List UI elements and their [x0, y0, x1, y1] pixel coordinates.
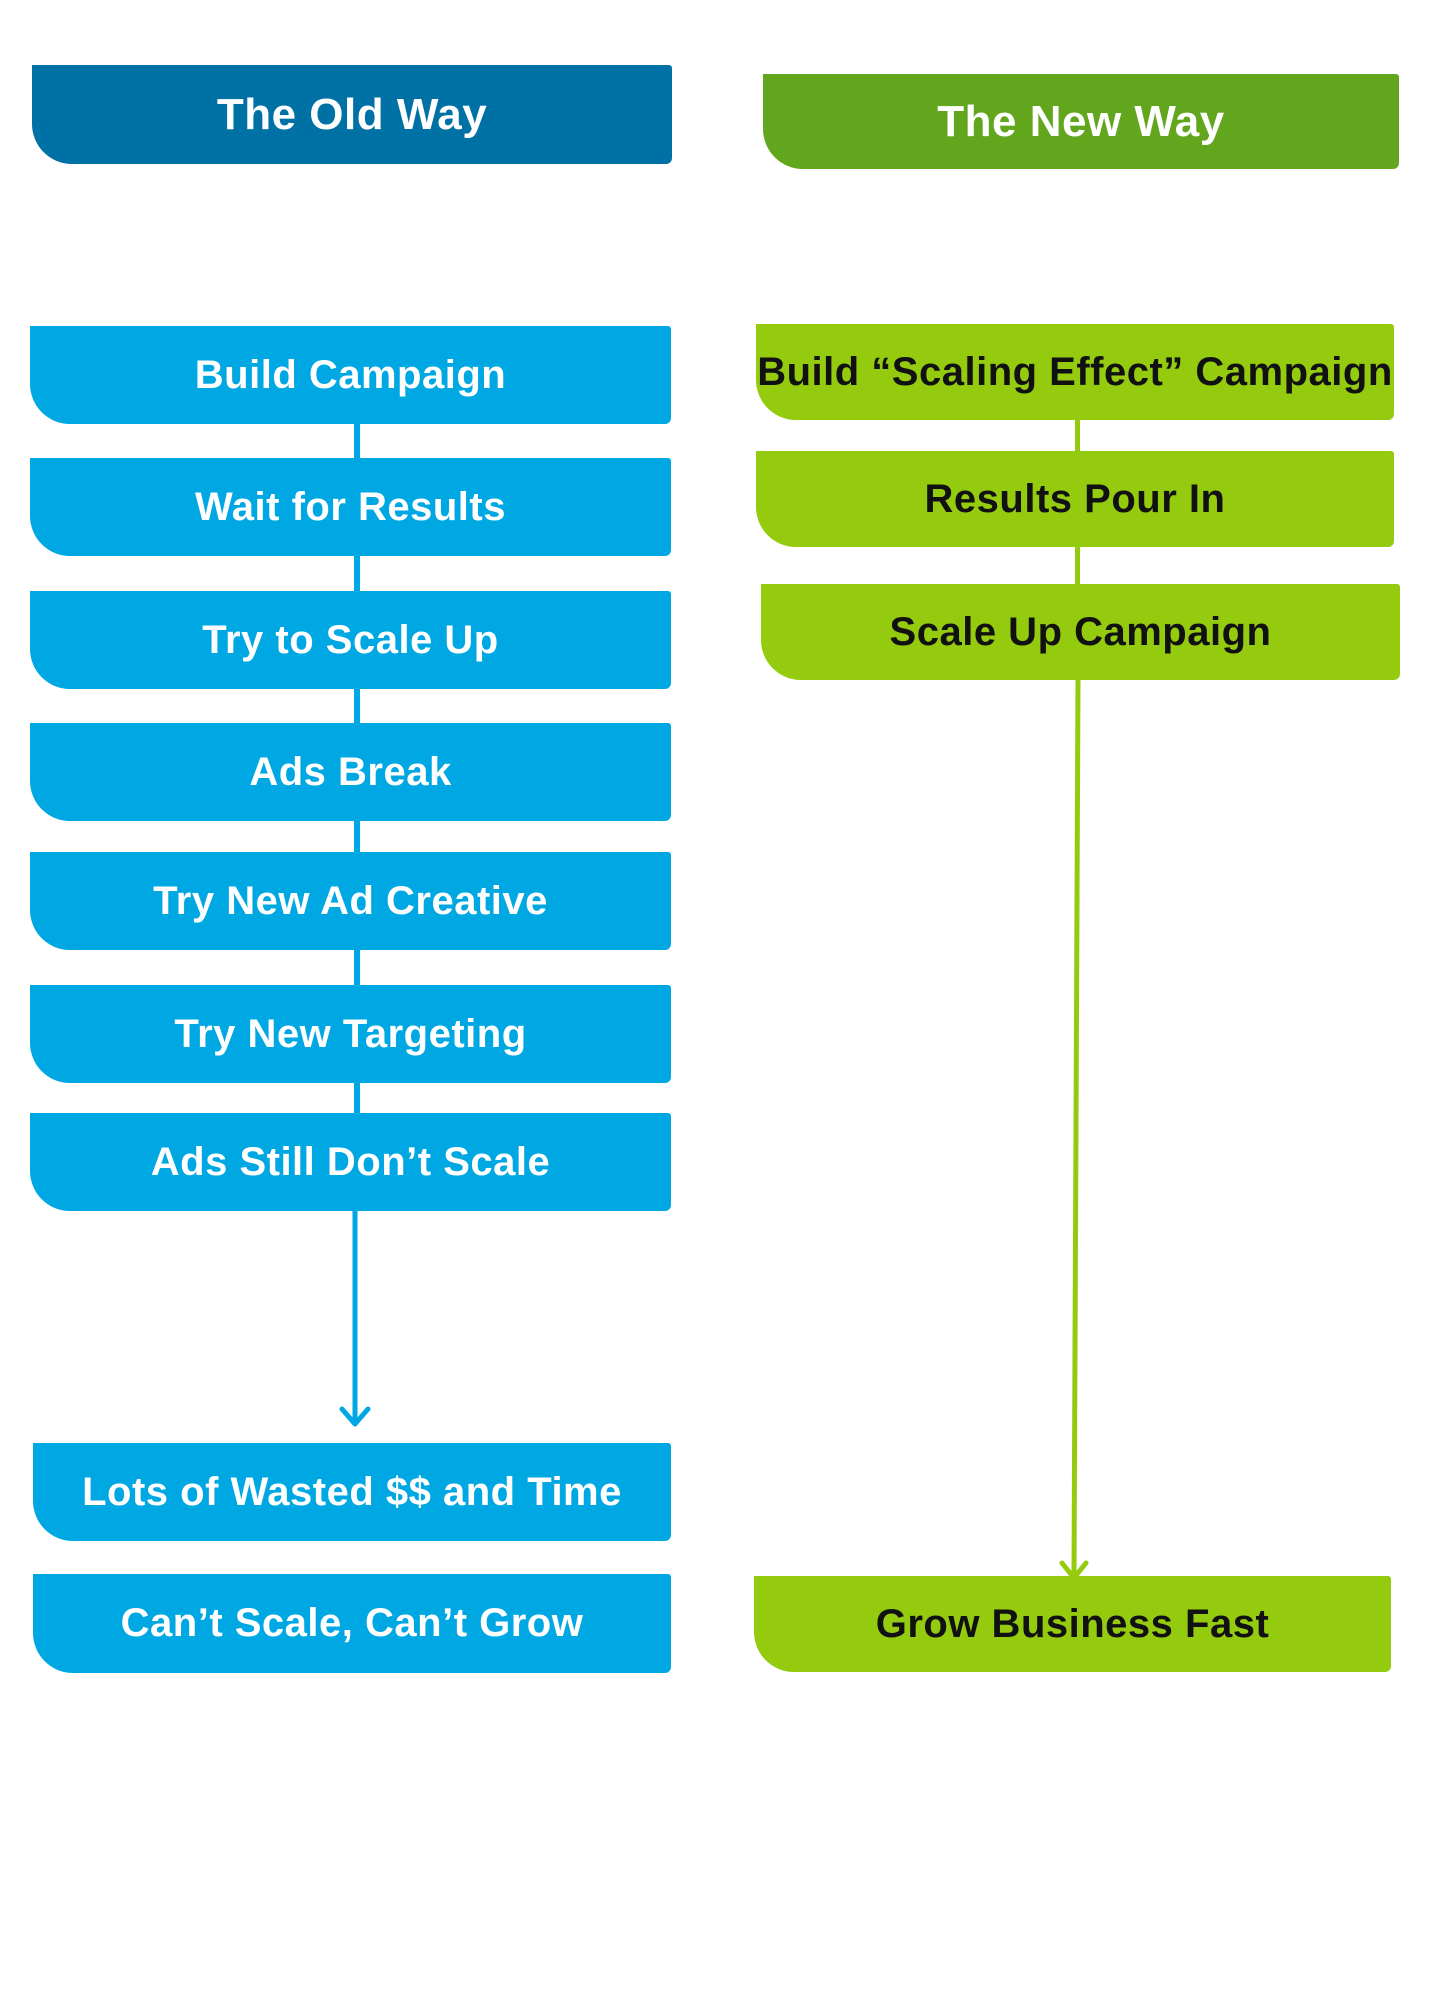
new-step-scale-up-campaign: Scale Up Campaign: [761, 584, 1400, 680]
new-way-arrow: [1059, 677, 1089, 1581]
old-connector: [354, 1080, 360, 1116]
old-step-ads-break: Ads Break: [30, 723, 671, 821]
old-way-header: The Old Way: [32, 65, 672, 164]
old-step-try-new-ad-creative: Try New Ad Creative: [30, 852, 671, 950]
new-step-build-scaling-effect-campaign: Build “Scaling Effect” Campaign: [756, 324, 1394, 420]
new-outcome-grow-business-fast: Grow Business Fast: [754, 1576, 1391, 1672]
new-connector: [1075, 418, 1080, 454]
old-connector: [354, 948, 360, 988]
old-outcome-cant-scale-cant-grow: Can’t Scale, Can’t Grow: [33, 1574, 671, 1673]
old-step-ads-still-dont-scale: Ads Still Don’t Scale: [30, 1113, 671, 1211]
old-connector: [354, 553, 360, 593]
old-outcome-wasted-money-time: Lots of Wasted $$ and Time: [33, 1443, 671, 1541]
new-connector: [1075, 546, 1080, 586]
old-connector: [354, 819, 360, 855]
new-step-results-pour-in: Results Pour In: [756, 451, 1394, 547]
old-step-wait-for-results: Wait for Results: [30, 458, 671, 556]
old-step-try-new-targeting: Try New Targeting: [30, 985, 671, 1083]
old-connector: [354, 420, 360, 460]
old-way-arrow: [339, 1210, 371, 1427]
new-way-header: The New Way: [763, 74, 1399, 169]
old-step-try-to-scale-up: Try to Scale Up: [30, 591, 671, 689]
old-connector: [354, 686, 360, 726]
old-step-build-campaign: Build Campaign: [30, 326, 671, 424]
